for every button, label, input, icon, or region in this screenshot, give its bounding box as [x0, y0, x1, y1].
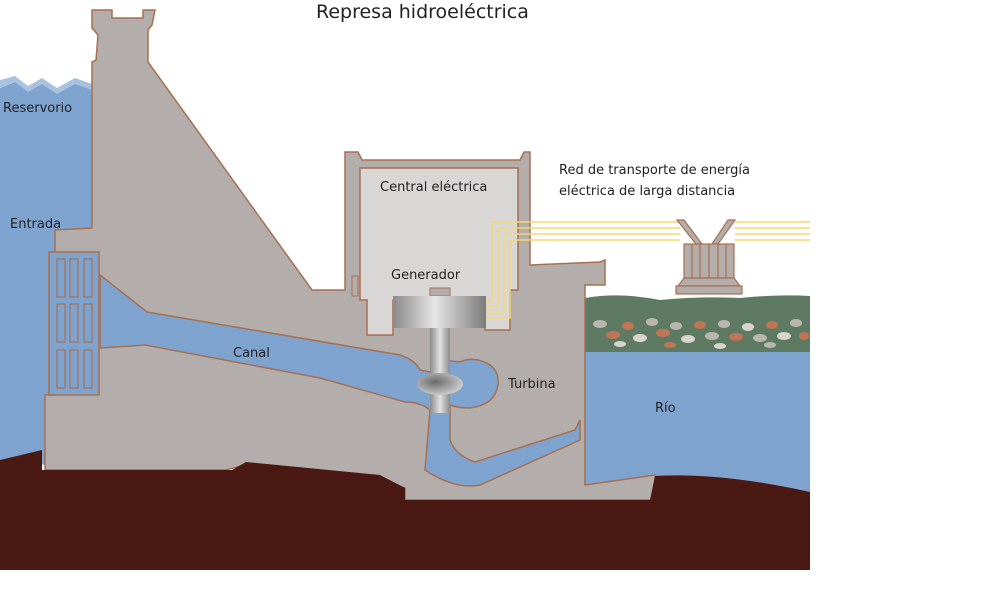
- label-intake: Entrada: [10, 217, 61, 232]
- diagram-title: Represa hidroeléctrica: [316, 1, 529, 23]
- label-reservoir: Reservorio: [3, 101, 72, 116]
- power-lines: [486, 221, 810, 319]
- label-penstock: Canal: [233, 346, 270, 361]
- dam-body: [44, 9, 656, 501]
- river-bank-rocks: [593, 318, 809, 349]
- turbine: [417, 373, 463, 395]
- ground: [0, 450, 810, 570]
- label-power-lines-line1: Red de transporte de energía: [559, 163, 750, 178]
- label-generator: Generador: [391, 268, 461, 283]
- transformer-icon: [675, 219, 743, 295]
- label-powerhouse: Central eléctrica: [380, 180, 487, 195]
- powerhouse-wall-slot: [351, 275, 359, 297]
- generator: [393, 296, 486, 328]
- turbine-shaft: [430, 328, 450, 413]
- label-river: Río: [655, 401, 676, 416]
- label-turbine: Turbina: [507, 377, 556, 392]
- reservoir-wave: [0, 76, 92, 94]
- intake-grate: [48, 251, 100, 396]
- generator-cap: [429, 287, 451, 297]
- label-power-lines-line2: eléctrica de larga distancia: [559, 184, 735, 199]
